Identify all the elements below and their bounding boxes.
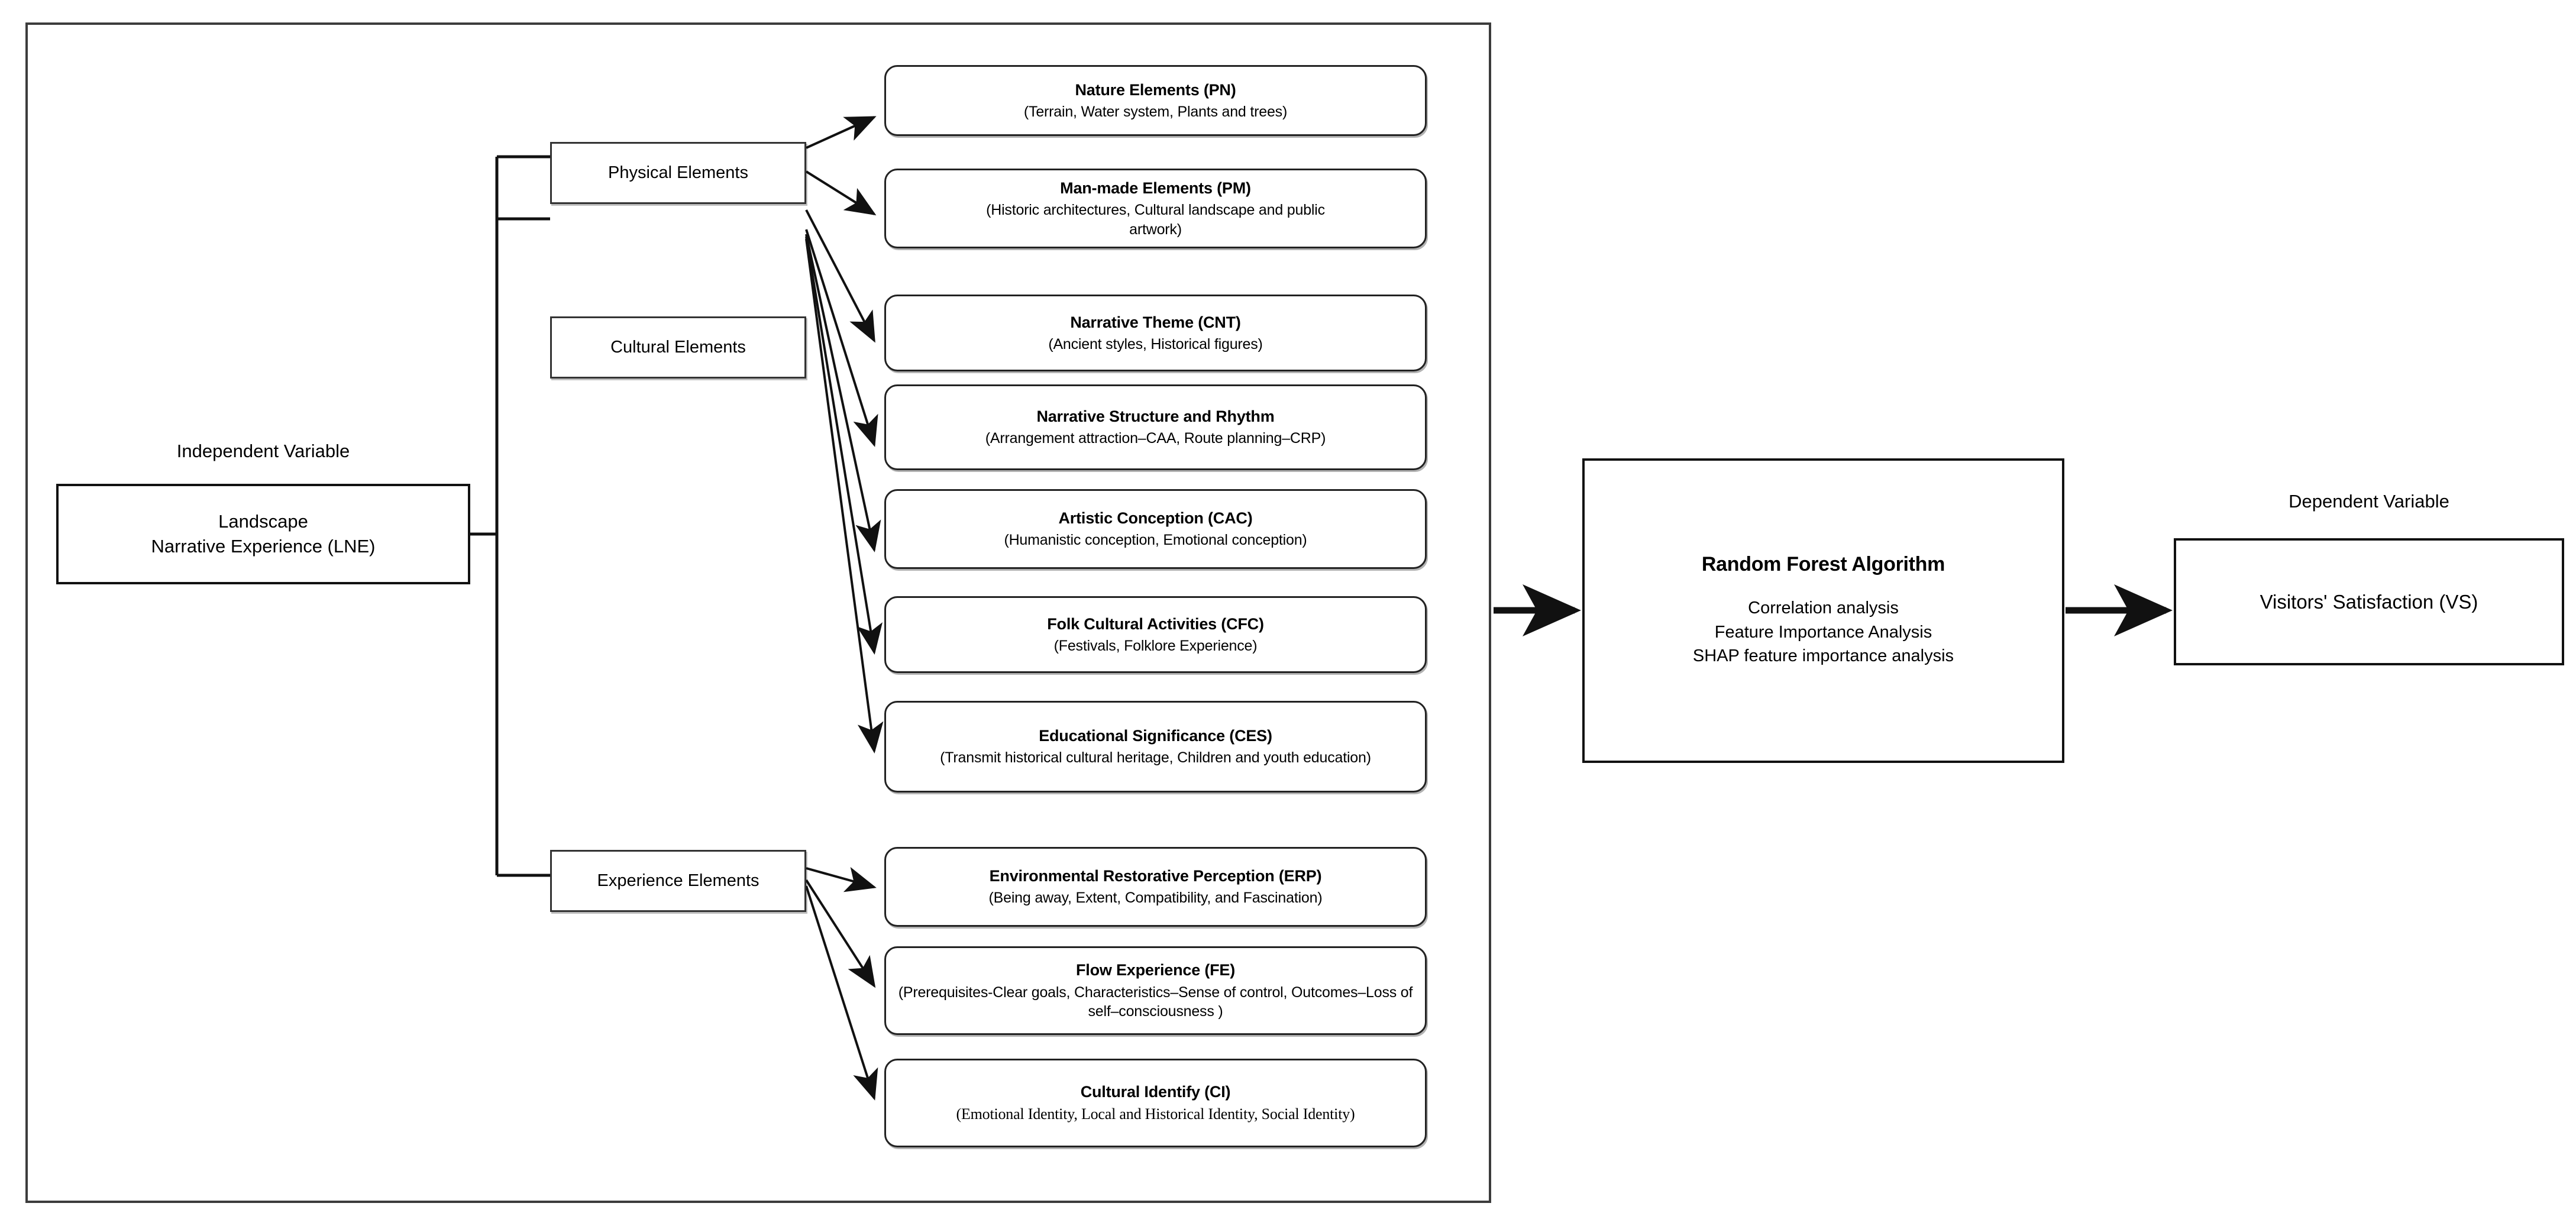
model-box-random-forest[interactable]: Random Forest Algorithm Correlation anal… — [1582, 458, 2064, 763]
construct-sub: (Being away, Extent, Compatibility, and … — [988, 890, 1323, 907]
construct-sub: (Humanistic conception, Emotional concep… — [1004, 532, 1307, 549]
construct-title: Flow Experience (FE) — [1075, 961, 1236, 979]
construct-title: Cultural Identify (CI) — [1080, 1083, 1231, 1101]
construct-box-flow-experience[interactable]: Flow Experience (FE) (Prerequisites-Clea… — [884, 946, 1427, 1035]
construct-sub: (Prerequisites-Clear goals, Characterist… — [898, 984, 1413, 1020]
dependent-variable-box[interactable]: Visitors' Satisfaction (VS) — [2174, 538, 2564, 665]
construct-box-folk-cultural-activities[interactable]: Folk Cultural Activities (CFC) (Festival… — [884, 596, 1427, 673]
construct-sub: (Ancient styles, Historical figures) — [1048, 335, 1263, 352]
dv-label: Visitors' Satisfaction (VS) — [2260, 590, 2478, 613]
construct-box-environmental-restorative-perception[interactable]: Environmental Restorative Perception (ER… — [884, 847, 1427, 927]
construct-title: Man-made Elements (PM) — [1060, 179, 1251, 197]
iv-label-line2: Narrative Experience (LNE) — [151, 536, 376, 557]
construct-sub: (Historic architectures, Cultural landsc… — [986, 202, 1325, 238]
construct-title: Environmental Restorative Perception (ER… — [989, 867, 1322, 885]
construct-box-artistic-conception[interactable]: Artistic Conception (CAC) (Humanistic co… — [884, 489, 1427, 569]
model-method-shap: SHAP feature importance analysis — [1692, 646, 1954, 666]
construct-title: Nature Elements (PN) — [1075, 80, 1236, 99]
iv-label-line1: Landscape — [218, 511, 308, 532]
construct-box-nature-elements[interactable]: Nature Elements (PN) (Terrain, Water sys… — [884, 65, 1427, 136]
construct-title: Folk Cultural Activities (CFC) — [1047, 614, 1264, 633]
construct-title: Artistic Conception (CAC) — [1058, 509, 1253, 528]
category-label: Experience Elements — [597, 871, 759, 890]
construct-sub: (Transmit historical cultural heritage, … — [940, 749, 1371, 766]
category-label: Cultural Elements — [610, 338, 746, 357]
construct-sub: (Emotional Identity, Local and Historica… — [956, 1105, 1355, 1123]
construct-box-narrative-theme[interactable]: Narrative Theme (CNT) (Ancient styles, H… — [884, 295, 1427, 371]
construct-title: Educational Significance (CES) — [1039, 727, 1272, 745]
construct-sub: (Arrangement attraction–CAA, Route plann… — [985, 430, 1326, 447]
construct-sub: (Festivals, Folklore Experience) — [1053, 637, 1258, 654]
model-title: Random Forest Algorithm — [1701, 553, 1945, 576]
dependent-variable-heading: Dependent Variable — [2289, 491, 2449, 512]
independent-variable-heading: Independent Variable — [176, 441, 350, 461]
category-box-cultural-elements[interactable]: Cultural Elements — [550, 316, 806, 379]
model-method-feature-importance: Feature Importance Analysis — [1714, 622, 1932, 642]
category-label: Physical Elements — [608, 163, 748, 182]
category-box-physical-elements[interactable]: Physical Elements — [550, 142, 806, 204]
construct-box-man-made-elements[interactable]: Man-made Elements (PM) (Historic archite… — [884, 169, 1427, 248]
construct-sub: (Terrain, Water system, Plants and trees… — [1023, 103, 1288, 120]
construct-box-cultural-identify[interactable]: Cultural Identify (CI) (Emotional Identi… — [884, 1059, 1427, 1147]
construct-title: Narrative Theme (CNT) — [1070, 313, 1241, 331]
independent-variable-box[interactable]: Landscape Narrative Experience (LNE) — [56, 484, 470, 584]
construct-box-educational-significance[interactable]: Educational Significance (CES) (Transmit… — [884, 701, 1427, 793]
construct-box-narrative-structure[interactable]: Narrative Structure and Rhythm (Arrangem… — [884, 384, 1427, 470]
category-box-experience-elements[interactable]: Experience Elements — [550, 850, 806, 912]
construct-title: Narrative Structure and Rhythm — [1036, 407, 1275, 426]
model-method-correlation: Correlation analysis — [1748, 599, 1899, 618]
